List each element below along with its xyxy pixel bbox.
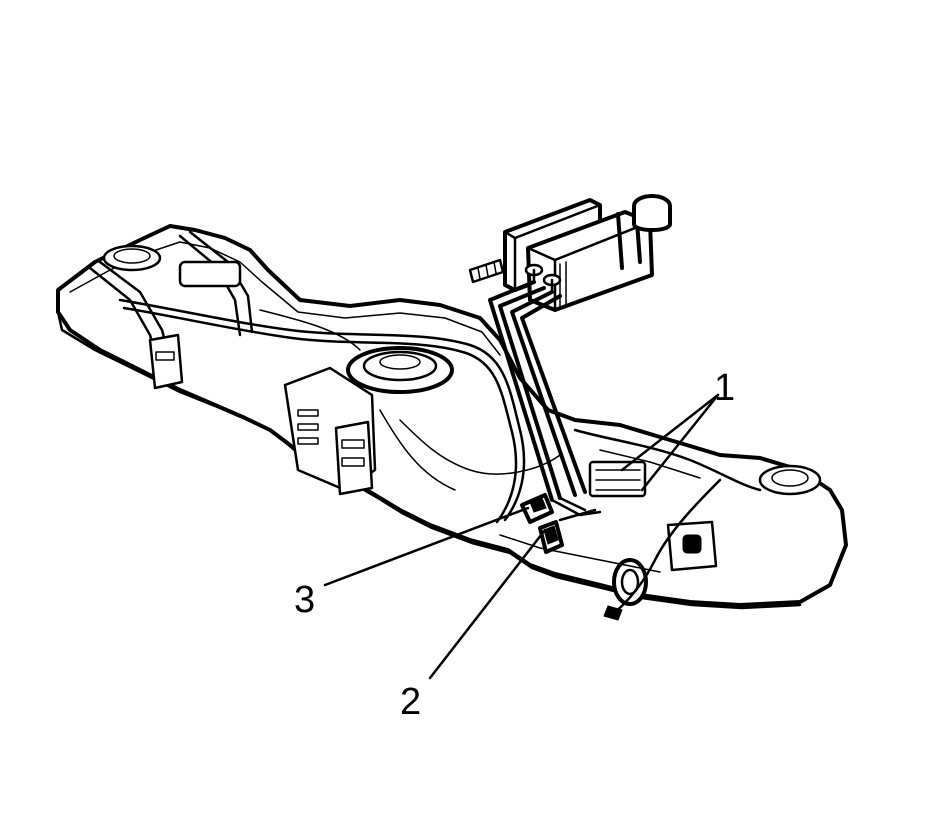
leader-line-3 [323, 506, 530, 587]
leader-line-2 [428, 528, 547, 680]
callout-label-2: 2 [400, 681, 421, 723]
fuel-tank [56, 224, 848, 621]
leader-line-1b [640, 393, 720, 492]
callout-leaders [323, 393, 720, 680]
evap-vapor-lines [488, 280, 602, 517]
leader-line-1a [620, 393, 720, 472]
callout-label-1: 1 [714, 367, 735, 409]
callout-label-3: 3 [294, 579, 315, 621]
evap-canister [468, 194, 672, 312]
